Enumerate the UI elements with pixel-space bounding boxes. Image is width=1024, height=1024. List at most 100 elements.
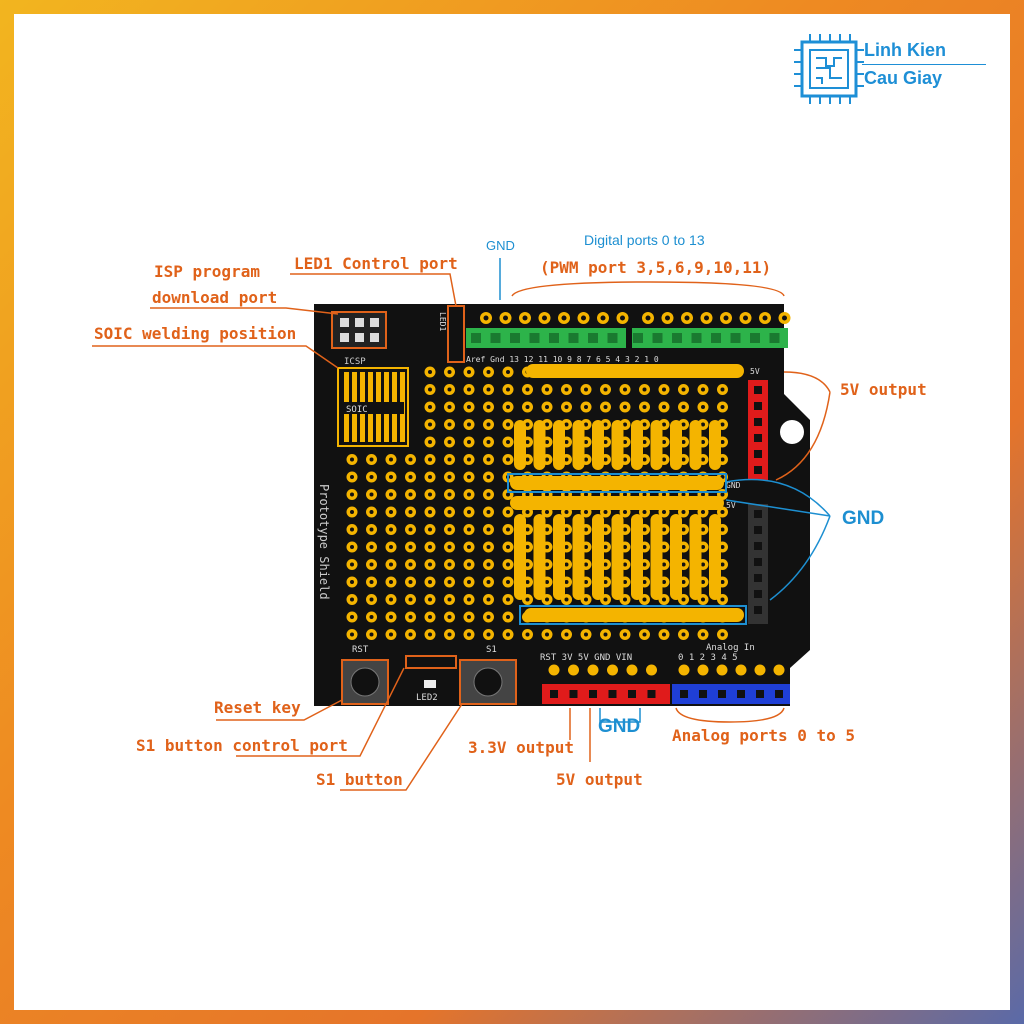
- pad-hole: [603, 422, 608, 427]
- pad-hole: [662, 405, 666, 409]
- pad-hole: [408, 632, 413, 637]
- pad-hole: [503, 315, 508, 321]
- power-pin: [569, 690, 578, 698]
- digital-pin: [510, 333, 520, 343]
- pad-hole: [447, 492, 452, 497]
- pad-hole: [584, 457, 588, 462]
- pad-hole: [662, 440, 666, 444]
- analog-pad: [678, 664, 690, 676]
- pad-hole: [506, 597, 510, 602]
- digital-pin: [549, 333, 559, 343]
- strip-5v-top: [526, 364, 744, 378]
- pad-hole: [642, 597, 647, 602]
- pad-hole: [467, 492, 471, 497]
- pad-hole: [447, 422, 452, 427]
- vertical-strip: [670, 420, 682, 470]
- pad-hole: [720, 422, 725, 427]
- pad-hole: [545, 457, 549, 462]
- pad-hole: [350, 615, 354, 619]
- pad-hole: [486, 387, 491, 392]
- pad-hole: [428, 405, 432, 409]
- callout-pwm: (PWM port 3,5,6,9,10,11): [540, 258, 772, 277]
- vertical-strip: [553, 420, 565, 470]
- pad-hole: [681, 527, 686, 532]
- pad-hole: [389, 457, 393, 462]
- power-pad: [626, 664, 638, 676]
- pad-hole: [525, 562, 530, 567]
- callout-soic-position: SOIC welding position: [94, 324, 297, 343]
- vertical-strip: [553, 514, 565, 600]
- digital-pin: [711, 333, 721, 343]
- pad-hole: [486, 580, 491, 584]
- pad-hole: [525, 597, 530, 602]
- pad-hole: [506, 545, 510, 549]
- icsp-pin: [370, 333, 379, 342]
- pad-hole: [623, 440, 627, 444]
- digital-numbers: Aref Gnd 13 12 11 10 9 8 7 6 5 4 3 2 1 0: [466, 355, 659, 364]
- vertical-strip: [592, 420, 604, 470]
- pad-hole: [662, 457, 666, 462]
- callout-digital-ports: Digital ports 0 to 13: [584, 232, 705, 248]
- pad-hole: [506, 370, 510, 374]
- analog-pad: [716, 664, 728, 676]
- rail-pin: [754, 542, 762, 550]
- pad-hole: [623, 422, 627, 427]
- rail-pin: [754, 466, 762, 474]
- vertical-strip: [533, 514, 546, 600]
- pad-hole: [467, 370, 471, 374]
- reset-button-cap: [350, 667, 380, 697]
- digital-pin: [588, 333, 598, 343]
- pad-hole: [467, 440, 471, 444]
- icsp-label: ICSP: [344, 357, 366, 367]
- pad-hole: [408, 475, 413, 479]
- pad-hole: [584, 562, 588, 567]
- pad-hole: [681, 632, 686, 637]
- pad-hole: [642, 492, 647, 497]
- power-pin: [647, 690, 656, 698]
- vertical-strip: [709, 514, 721, 600]
- pad-hole: [525, 387, 530, 392]
- pad-hole: [642, 440, 647, 444]
- pad-hole: [389, 580, 393, 584]
- soic-footprint: [337, 367, 409, 447]
- pad-hole: [603, 545, 608, 549]
- callout-analog-ports: Analog ports 0 to 5: [672, 726, 856, 745]
- pad-hole: [603, 440, 608, 444]
- pad-hole: [486, 475, 491, 479]
- pad-hole: [428, 597, 432, 602]
- pad-hole: [564, 632, 569, 637]
- pad-hole: [545, 492, 549, 497]
- brand-logo: Linh Kien Cau Giay: [784, 24, 1004, 104]
- pad-hole: [447, 387, 452, 392]
- digital-pin: [730, 333, 741, 343]
- rail-pin: [754, 402, 762, 410]
- pad-hole: [681, 580, 686, 584]
- brand-divider: [862, 64, 986, 65]
- pad-hole: [525, 632, 530, 637]
- pad-hole: [564, 457, 569, 462]
- pad-hole: [369, 580, 374, 584]
- led2-silk: LED2: [416, 693, 438, 703]
- vertical-strip: [611, 420, 624, 470]
- rst-silk: RST: [352, 645, 369, 655]
- pad-hole: [447, 597, 452, 602]
- pad-hole: [701, 580, 705, 584]
- analog-pin: [699, 690, 707, 698]
- pad-hole: [642, 562, 647, 567]
- rail-pin: [754, 510, 762, 518]
- pad-hole: [623, 405, 627, 409]
- pad-hole: [662, 597, 666, 602]
- digital-pin: [672, 333, 682, 343]
- pad-hole: [447, 545, 452, 549]
- power-pin: [628, 690, 636, 698]
- pad-hole: [662, 562, 666, 567]
- pad-hole: [467, 580, 471, 584]
- digital-pin: [750, 333, 760, 343]
- pad-hole: [720, 632, 725, 637]
- pad-hole: [525, 545, 530, 549]
- pad-hole: [642, 510, 647, 514]
- pad-hole: [603, 492, 608, 497]
- led2: [424, 680, 436, 688]
- pad-hole: [467, 510, 471, 514]
- pad-hole: [642, 580, 647, 584]
